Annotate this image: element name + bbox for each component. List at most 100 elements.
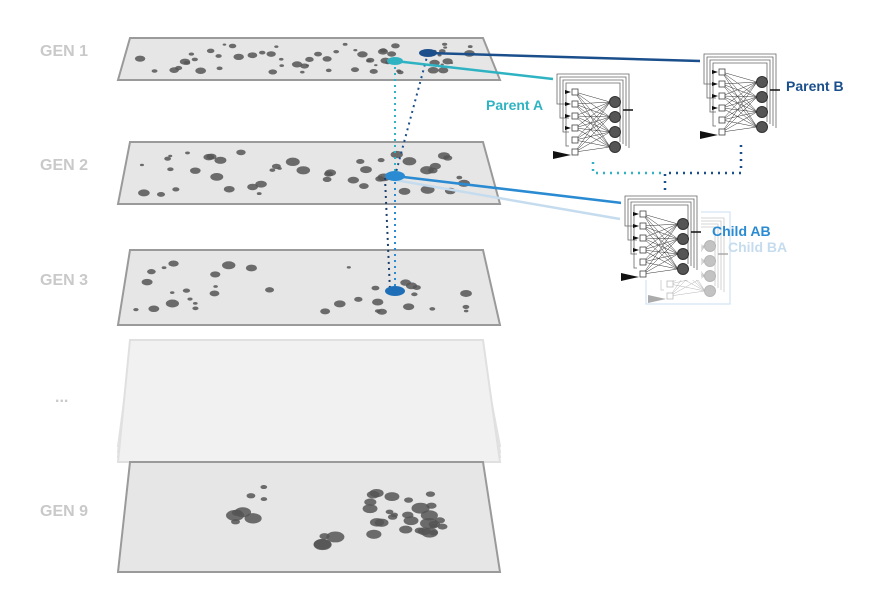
individual-dot: [387, 51, 397, 57]
individual-dot: [188, 52, 195, 56]
individual-dot: [195, 67, 207, 74]
child-ba-label: Child BA: [728, 239, 787, 255]
individual-dot: [260, 484, 268, 490]
individual-dot: [377, 48, 389, 55]
individual-dot: [256, 192, 262, 196]
input-arrow-icon: [553, 151, 571, 159]
individual-dot: [213, 285, 218, 288]
individual-dot: [372, 298, 384, 306]
individual-dot: [192, 301, 198, 305]
individual-dot: [169, 67, 179, 73]
individual-dot: [245, 264, 258, 272]
individual-dot: [366, 529, 382, 539]
individual-dot: [285, 157, 300, 167]
individual-dot: [322, 56, 332, 62]
individual-dot: [191, 57, 198, 62]
individual-dot: [402, 157, 417, 166]
individual-dot: [320, 308, 331, 315]
individual-dot: [441, 42, 448, 46]
individual-dot: [222, 261, 236, 270]
individual-dot: [214, 156, 227, 164]
gen-2-plane: [116, 141, 502, 205]
parent-b-network: [700, 50, 780, 139]
individual-dot: [169, 291, 175, 294]
individual-dot: [399, 525, 413, 534]
individual-dot: [429, 523, 438, 529]
individual-dot: [314, 51, 322, 57]
individual-dot: [138, 189, 150, 197]
individual-dot: [467, 45, 473, 49]
individual-dot: [300, 70, 305, 74]
individual-dot: [210, 172, 224, 181]
individual-dot: [362, 504, 378, 514]
individual-dot: [347, 176, 359, 184]
crossover-connector: [591, 145, 743, 192]
individual-dot: [223, 185, 235, 193]
individual-dot: [305, 64, 310, 67]
individual-dot: [206, 48, 215, 54]
individual-dot: [260, 497, 268, 502]
individual-dot: [390, 150, 403, 159]
individual-dot: [185, 151, 190, 155]
individual-dot: [462, 304, 470, 309]
individual-dot: [255, 180, 267, 188]
individual-dot: [366, 59, 372, 63]
individual-dot: [438, 67, 449, 74]
individual-dot: [371, 285, 380, 291]
individual-dot: [443, 46, 448, 49]
individual-dot: [463, 309, 469, 313]
individual-dot: [313, 539, 332, 551]
individual-dot: [164, 156, 171, 161]
individual-dot: [268, 69, 278, 75]
individual-dot: [259, 50, 266, 55]
individual-dot: [192, 306, 199, 311]
gen-1-plane: [116, 37, 502, 81]
individual-dot: [236, 149, 246, 156]
gen-2-label: GEN 2: [40, 157, 88, 174]
gen-3-plane: [116, 249, 502, 326]
individual-dot: [376, 308, 387, 315]
individual-dot: [147, 269, 156, 275]
individual-dot: [167, 167, 174, 172]
individual-dot: [397, 70, 404, 75]
individual-dot: [271, 163, 281, 170]
individual-dot: [384, 492, 400, 502]
child-ab-network: [621, 192, 701, 281]
parent-a-network: [553, 70, 633, 159]
individual-dot: [156, 191, 166, 197]
individual-dot: [266, 51, 276, 57]
individual-dot: [322, 176, 332, 183]
individual-dot: [151, 69, 158, 73]
parent-a-label: Parent A: [486, 97, 543, 113]
individual-dot: [134, 55, 146, 62]
individual-dot: [278, 57, 284, 61]
individual-dot: [437, 523, 448, 530]
individual-dot: [165, 299, 180, 308]
individual-dot: [403, 516, 419, 526]
individual-dot: [228, 43, 237, 49]
individual-dot: [353, 48, 358, 52]
individual-dot: [179, 58, 191, 65]
individual-dot: [390, 512, 399, 518]
individual-dot: [456, 175, 463, 180]
individual-dot: [333, 49, 340, 54]
individual-dot: [274, 45, 279, 48]
individual-dot: [411, 292, 418, 297]
individual-dot: [420, 185, 435, 194]
gen-3-label: GEN 3: [40, 272, 88, 289]
individual-dot: [141, 278, 153, 286]
individual-dot: [354, 296, 363, 302]
individual-dot: [334, 300, 346, 308]
lineage-lines: [384, 49, 701, 296]
individual-dot: [427, 167, 438, 174]
individual-dot: [375, 176, 385, 182]
individual-dot: [215, 54, 222, 58]
gen-1-label: GEN 1: [40, 43, 88, 60]
individual-dot: [190, 167, 201, 174]
individual-dot: [357, 51, 368, 58]
individual-dot: [356, 159, 365, 165]
individual-dot: [133, 308, 139, 312]
individual-dot: [172, 187, 180, 192]
child-ab-label: Child AB: [712, 223, 771, 239]
input-arrow-icon: [700, 131, 718, 139]
